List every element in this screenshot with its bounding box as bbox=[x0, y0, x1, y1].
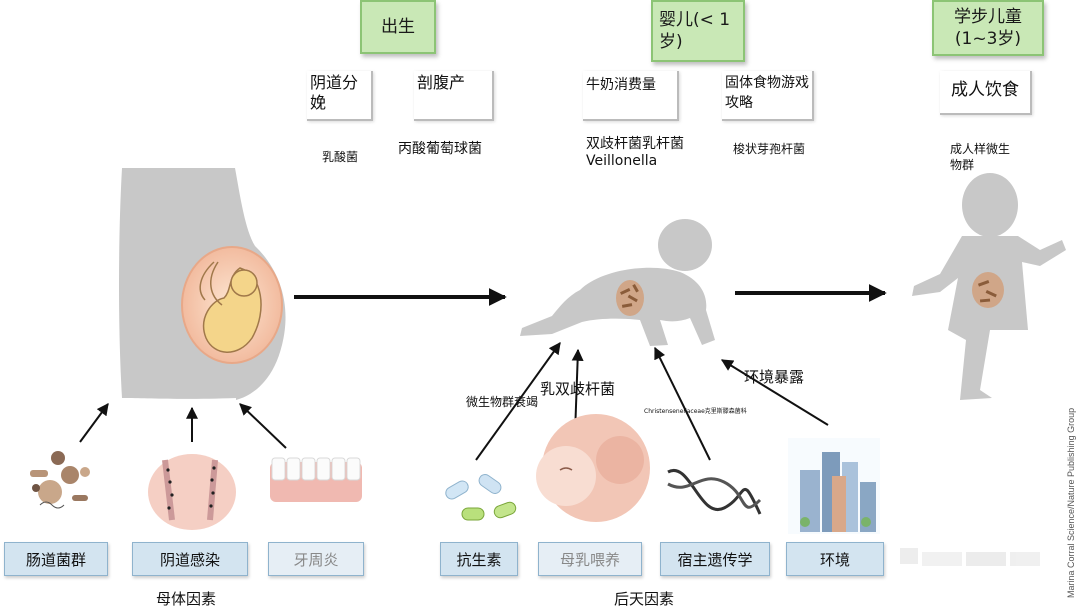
periodontitis-icon bbox=[270, 457, 362, 502]
stage-infant: 婴儿(< 1 岁) bbox=[651, 0, 745, 62]
blurred-watermark bbox=[900, 548, 1040, 566]
periodontitis-box: 牙周炎 bbox=[268, 542, 364, 576]
antibiotics-label: 抗生素 bbox=[456, 550, 502, 569]
lactobacillus-label: 乳酸菌 bbox=[322, 150, 359, 164]
environment-exposure-label: 环境暴露 bbox=[744, 368, 805, 386]
pregnant-woman-icon bbox=[119, 168, 286, 400]
stage-birth: 出生 bbox=[360, 0, 436, 54]
milk-consumption-box: 牛奶消费量 bbox=[583, 71, 679, 121]
stage-birth-label: 出生 bbox=[381, 17, 415, 37]
lacto-bifido-label: 乳双歧杆菌 bbox=[540, 380, 616, 398]
periodontitis-label: 牙周炎 bbox=[293, 550, 339, 569]
city-icon bbox=[788, 438, 880, 534]
host-genetics-arrow bbox=[654, 346, 711, 461]
periodontitis-arrow bbox=[239, 403, 287, 449]
antibiotics-arrow bbox=[475, 342, 561, 461]
fetus-icon bbox=[199, 261, 262, 353]
cesarean-box: 剖腹产 bbox=[414, 71, 494, 121]
solid-food-box: 固体食物游戏攻略 bbox=[722, 71, 814, 121]
environment-box: 环境 bbox=[786, 542, 884, 576]
propionibacterium-label: 丙酸葡萄球菌 bbox=[398, 141, 482, 157]
dna-icon bbox=[667, 468, 762, 515]
stage-toddler: 学步儿童 (1~3岁) bbox=[932, 0, 1044, 56]
dysbiosis-label: 微生物群衰竭 bbox=[466, 395, 539, 409]
adult-diet-box: 成人饮食 bbox=[940, 71, 1032, 115]
solid-food-label: 固体食物游戏攻略 bbox=[725, 75, 809, 111]
breastfeeding-label: 母乳喂养 bbox=[559, 550, 620, 569]
host-genetics-box: 宿主遗传学 bbox=[660, 542, 770, 576]
vaginal-infection-label: 阴道感染 bbox=[159, 550, 220, 569]
adult-microbiota-label: 成人样微生物群 bbox=[950, 142, 1011, 172]
stage-toddler-label: 学步儿童 (1~3岁) bbox=[954, 7, 1022, 49]
gut-microbes-icon bbox=[30, 451, 90, 509]
image-credit: Marina Corral Science/Nature Publishing … bbox=[1066, 407, 1076, 598]
breastfeeding-icon bbox=[536, 414, 650, 522]
clostridium-label: 梭状芽孢杆菌 bbox=[733, 142, 806, 156]
adult-diet-label: 成人饮食 bbox=[951, 80, 1019, 100]
milk-consumption-label: 牛奶消费量 bbox=[586, 77, 656, 93]
acquired-factors-label: 后天因素 bbox=[614, 590, 675, 608]
environment-label: 环境 bbox=[819, 550, 850, 569]
gut-flora-box: 肠道菌群 bbox=[4, 542, 108, 576]
gut-flora-arrow bbox=[79, 403, 109, 443]
environment-arrow bbox=[720, 359, 829, 426]
gut-flora-label: 肠道菌群 bbox=[25, 550, 86, 569]
maternal-factors-label: 母体因素 bbox=[156, 590, 217, 608]
stage-infant-label: 婴儿(< 1 岁) bbox=[659, 10, 731, 52]
host-genetics-label: 宿主遗传学 bbox=[677, 550, 753, 569]
vaginal-delivery-box: 阴道分娩 bbox=[307, 71, 373, 121]
antibiotics-box: 抗生素 bbox=[440, 542, 518, 576]
vaginal-delivery-label: 阴道分娩 bbox=[310, 73, 359, 112]
toddler-icon bbox=[912, 173, 1066, 400]
cesarean-label: 剖腹产 bbox=[417, 73, 466, 92]
vaginal-infection-box: 阴道感染 bbox=[132, 542, 248, 576]
pills-icon bbox=[445, 474, 517, 521]
vaginal-tissue-icon bbox=[148, 454, 236, 530]
breastfeeding-box: 母乳喂养 bbox=[538, 542, 642, 576]
crawling-baby-icon bbox=[520, 219, 715, 346]
christensenellaceae-label: Christensenellaceae克里斯滕森菌科 bbox=[644, 408, 747, 415]
bifidobacterium-label: 双歧杆菌乳杆菌Veillonella bbox=[586, 136, 684, 169]
